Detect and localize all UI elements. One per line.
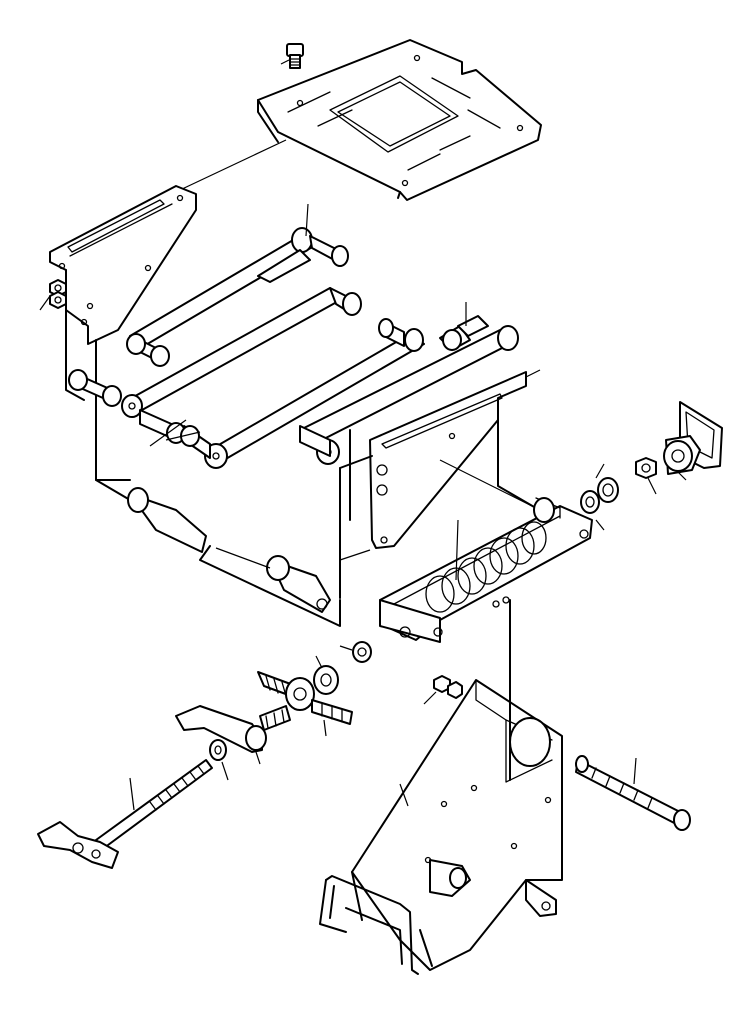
top-mounting-plate bbox=[257, 39, 542, 201]
middle-scissor-link bbox=[68, 287, 362, 444]
small-nuts-left bbox=[39, 279, 67, 311]
roller-pair bbox=[127, 487, 331, 613]
right-small-link bbox=[299, 302, 541, 465]
lower-scissor-link bbox=[149, 318, 425, 469]
upper-scissor-link bbox=[126, 203, 349, 367]
eye-bolt bbox=[257, 671, 353, 737]
suspension-springs bbox=[425, 519, 547, 613]
adjuster-knob-plate bbox=[663, 401, 723, 481]
left-side-bracket bbox=[49, 185, 197, 481]
lever-arm bbox=[175, 705, 291, 765]
lock-nut bbox=[635, 457, 657, 495]
handle-bracket bbox=[37, 821, 119, 869]
base-frame bbox=[351, 599, 563, 971]
lower-left-frame-outline bbox=[95, 455, 373, 627]
wire-handle bbox=[319, 875, 433, 975]
washers bbox=[209, 463, 619, 781]
pivot-pin bbox=[575, 755, 691, 831]
mounting-bolt bbox=[280, 43, 304, 69]
threaded-rod bbox=[95, 759, 213, 849]
right-side-bracket bbox=[349, 371, 561, 549]
